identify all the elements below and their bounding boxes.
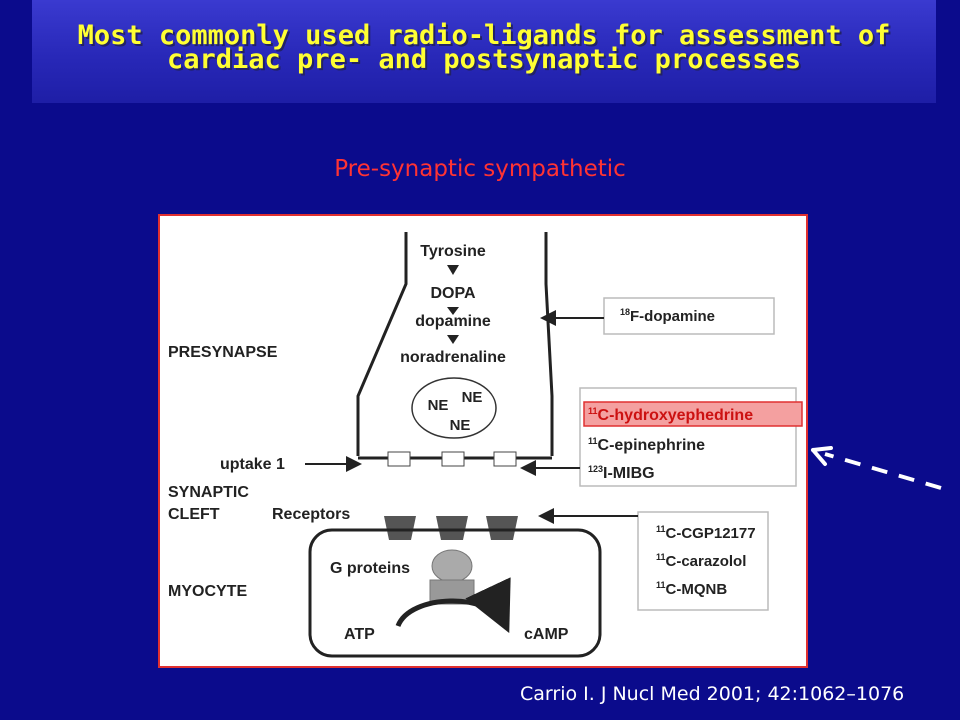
receptor-1 bbox=[384, 516, 416, 540]
tracer-mqnb: 11C-MQNB bbox=[656, 580, 727, 598]
citation: Carrio I. J Nucl Med 2001; 42:1062–1076 bbox=[520, 683, 905, 705]
pathway-tyrosine: Tyrosine bbox=[420, 243, 486, 260]
tracer-dopamine: 18F-dopamine bbox=[620, 307, 715, 325]
tracer-mibg: 123I-MIBG bbox=[588, 464, 655, 482]
tracer-cgp12177: 11C-CGP12177 bbox=[656, 524, 756, 542]
receptors-label: Receptors bbox=[272, 506, 350, 523]
dopamine-tracer-box bbox=[603, 297, 775, 335]
region-presynapse: PRESYNAPSE bbox=[168, 344, 278, 361]
title-line-2: cardiac pre- and postsynaptic processes bbox=[167, 44, 801, 75]
ne-vesicle bbox=[411, 377, 497, 439]
presynaptic-terminal-outline bbox=[356, 232, 554, 456]
receptor-3 bbox=[486, 516, 518, 540]
diagram-panel: Tyrosine DOPA dopamine noradrenaline NE … bbox=[158, 214, 808, 668]
vesicle-ne-3: NE bbox=[450, 417, 471, 434]
atp-label: ATP bbox=[344, 626, 375, 643]
synapse-diagram: Tyrosine DOPA dopamine noradrenaline NE … bbox=[168, 232, 803, 658]
g-protein-shape bbox=[431, 549, 473, 583]
vesicle-ne-2: NE bbox=[462, 389, 483, 406]
pathway-arrow-1 bbox=[447, 265, 459, 275]
uptake-label: uptake 1 bbox=[220, 456, 285, 473]
pathway-arrow-3 bbox=[447, 335, 459, 344]
pathway-arrow-2 bbox=[447, 307, 459, 315]
tracer-epinephrine: 11C-epinephrine bbox=[588, 436, 705, 454]
pathway-dopamine: dopamine bbox=[415, 313, 491, 330]
conversion-arrow bbox=[395, 577, 511, 634]
vesicle-ne-1: NE bbox=[428, 397, 449, 414]
pointer-dashed-arrow bbox=[811, 446, 942, 490]
transporter-2 bbox=[441, 451, 465, 467]
myocyte-cell bbox=[308, 528, 602, 658]
tracer-hydroxyephedrine: 11C-hydroxyephedrine bbox=[588, 406, 753, 424]
region-synaptic: SYNAPTIC bbox=[168, 484, 249, 501]
gproteins-label: G proteins bbox=[330, 560, 410, 577]
tracer-carazolol: 11C-carazolol bbox=[656, 552, 746, 570]
camp-label: cAMP bbox=[524, 626, 569, 643]
subtitle: Pre-synaptic sympathetic bbox=[334, 156, 626, 182]
transporter-1 bbox=[387, 451, 411, 467]
region-cleft: CLEFT bbox=[168, 506, 220, 523]
title-banner: Most commonly used radio-ligands for ass… bbox=[32, 0, 936, 103]
title-line-1: Most commonly used radio-ligands for ass… bbox=[77, 20, 891, 51]
region-myocyte: MYOCYTE bbox=[168, 583, 247, 600]
receptor-tracers-box bbox=[637, 511, 769, 611]
tracer-highlight bbox=[583, 401, 803, 427]
transporter-3 bbox=[493, 451, 517, 467]
pathway-noradrenaline: noradrenaline bbox=[400, 349, 506, 366]
pathway-dopa: DOPA bbox=[430, 285, 475, 302]
receptor-2 bbox=[436, 516, 468, 540]
